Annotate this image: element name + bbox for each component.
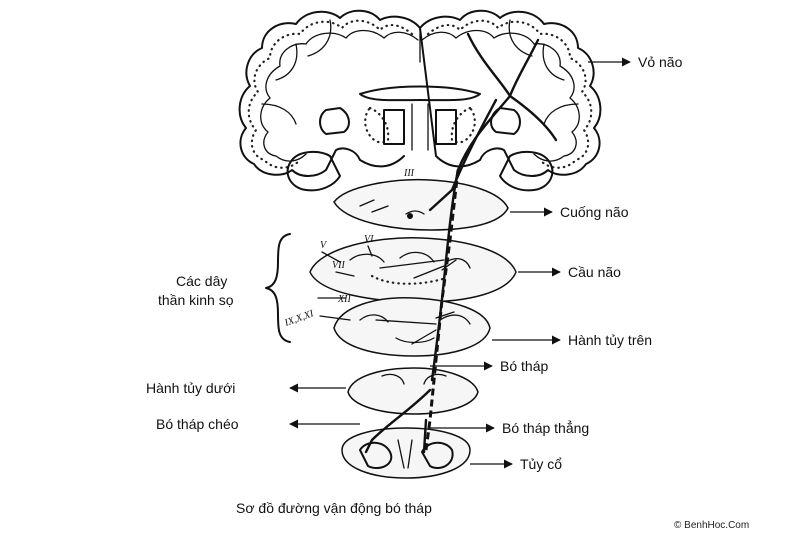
label-arrows (289, 57, 631, 469)
watermark: © BenhHoc.Com (674, 520, 749, 531)
brain-coronal-section (238, 9, 602, 192)
label-direct-tract: Bó tháp thẳng (502, 419, 589, 436)
sulcus-folds (261, 19, 579, 125)
cord-anterior-horn-right (421, 441, 454, 469)
label-cranial-nerves-line2: thần kinh sọ (158, 292, 234, 308)
corpus-callosum (359, 85, 481, 102)
label-upper-medulla: Hành tủy trên (568, 332, 652, 348)
thalamus-box-right (435, 109, 457, 145)
label-cervical-cord: Tủy cổ (520, 456, 562, 472)
pons-slice (309, 237, 517, 303)
upper-medulla-slice (333, 297, 491, 357)
lower-medulla-slice (347, 367, 479, 415)
nerve-arrows (317, 245, 373, 321)
cortex-inner-outline (260, 29, 580, 162)
cortex-grey-matter-right (426, 19, 593, 169)
label-cranial-nerves-line1: Các dây (176, 273, 227, 289)
cortex-outer-outline (238, 9, 602, 177)
label-pons: Cầu não (568, 264, 621, 280)
label-crossed-tract: Bó tháp chéo (156, 416, 239, 432)
label-midbrain: Cuống não (560, 204, 629, 220)
diagram-caption: Sơ đồ đường vận động bó tháp (236, 500, 432, 516)
direct-tract-fiber (422, 418, 428, 454)
cervical-cord-slice (341, 427, 471, 479)
corticobulbar-fibers (428, 98, 498, 212)
third-ventricle (411, 103, 429, 151)
pyramidal-tract-path (364, 32, 558, 454)
nerve-III-label: III (403, 168, 415, 179)
medulla-nerve-branches (375, 311, 455, 345)
midbrain-slice (333, 178, 509, 231)
pyramid-dashed-tract (424, 169, 460, 451)
nerve-IX-X-XI-label: IX,X,XI (282, 308, 316, 329)
crossed-tract-fiber (364, 388, 432, 454)
label-pyramid: Bó tháp (500, 358, 548, 374)
temporal-lobe-left (286, 150, 341, 192)
oculomotor-nucleus (407, 213, 413, 219)
cranial-nerves-brace (265, 233, 291, 343)
cortex-grey-matter-left (247, 19, 414, 169)
thalamus-box-left (383, 109, 405, 145)
label-cortex: Vỏ não (638, 54, 683, 70)
cord-anterior-horn-left (359, 441, 393, 470)
nerve-XII-label: XII (337, 294, 351, 305)
pons-nerve-branches (379, 259, 457, 279)
lateral-ventricle-left (319, 107, 350, 135)
nerve-V-label: V (320, 240, 328, 251)
temporal-lobe-right (499, 150, 554, 192)
label-lower-medulla: Hành tủy dưới (146, 380, 235, 396)
nerve-VI-label: VI (364, 234, 374, 245)
nerve-VII-label: VII (332, 260, 345, 271)
corticospinal-fibers-branch (508, 38, 558, 142)
